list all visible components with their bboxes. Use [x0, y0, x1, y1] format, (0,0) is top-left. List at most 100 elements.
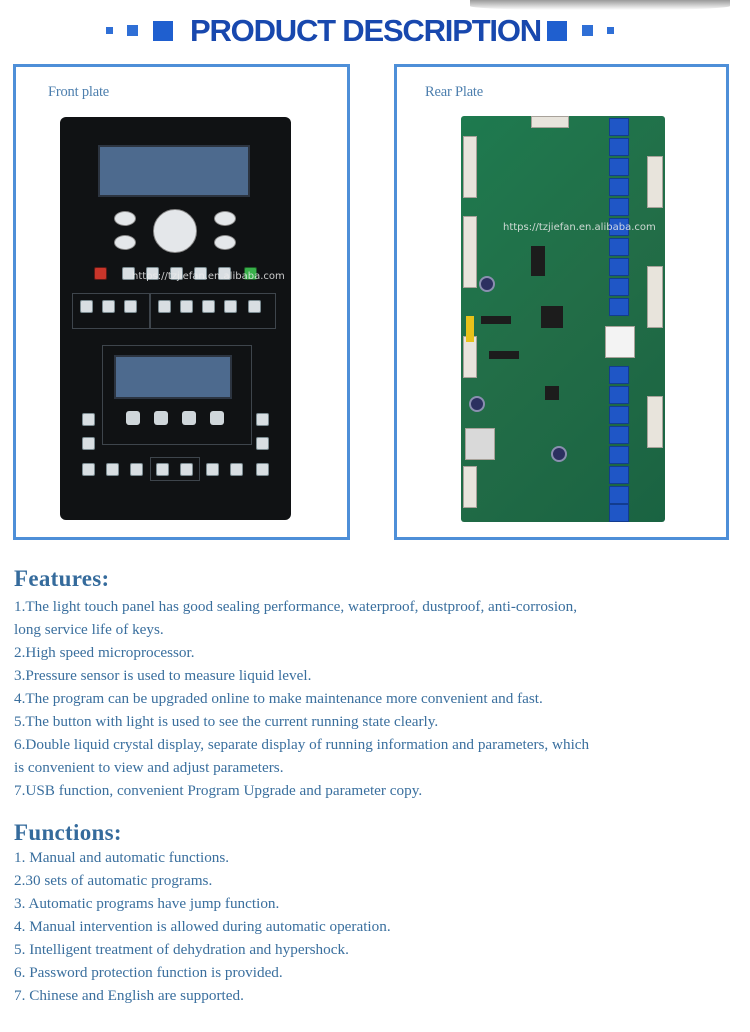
connector: [463, 136, 477, 198]
functions-line: 5. Intelligent treatment of dehydration …: [14, 941, 349, 958]
key: [256, 437, 269, 450]
key: [106, 463, 119, 476]
features-line: 6.Double liquid crystal display, separat…: [14, 736, 590, 753]
front-plate-panel: Front plate: [13, 64, 350, 540]
relay: [609, 446, 629, 464]
key-oval: [214, 211, 236, 226]
relay: [609, 118, 629, 136]
chip: [481, 316, 511, 324]
chip: [489, 351, 519, 359]
key: [224, 300, 237, 313]
capacitor: [469, 396, 485, 412]
features-line: long service life of keys.: [14, 621, 164, 638]
functions-line: 7. Chinese and English are supported.: [14, 987, 244, 1004]
rear-plate-label: Rear Plate: [425, 84, 483, 100]
connector: [463, 466, 477, 508]
key: [146, 267, 159, 280]
features-line: 5.The button with light is used to see t…: [14, 713, 439, 730]
relay: [609, 406, 629, 424]
watermark-front: https://tzjiefan.en.alibaba.com: [132, 271, 285, 282]
relay: [609, 278, 629, 296]
relay: [609, 218, 629, 236]
key: [156, 463, 169, 476]
capacitor: [479, 276, 495, 292]
connector: [531, 116, 569, 128]
relay: [609, 178, 629, 196]
relay: [609, 238, 629, 256]
relay: [609, 366, 629, 384]
key: [102, 300, 115, 313]
key: [122, 267, 135, 280]
key: [180, 300, 193, 313]
features-line: is convenient to view and adjust paramet…: [14, 759, 284, 776]
rear-plate-image: https://tzjiefan.en.alibaba.com: [461, 116, 665, 522]
relay: [609, 386, 629, 404]
connector: [463, 336, 477, 378]
stop-key-icon: [94, 267, 107, 280]
key-oval: [114, 211, 136, 226]
watermark-rear: https://tzjiefan.en.alibaba.com: [503, 222, 656, 233]
features-line: 1.The light touch panel has good sealing…: [14, 598, 578, 615]
functions-section: Functions: 1. Manual and automatic funct…: [14, 820, 734, 1007]
lower-display-frame: [102, 345, 252, 445]
key: [206, 463, 219, 476]
key: [170, 267, 183, 280]
transformer: [465, 428, 495, 460]
bottom-key-group: [150, 457, 200, 481]
label-sticker: [605, 326, 635, 358]
page-title: PRODUCT DESCRIPTION: [190, 13, 542, 48]
chip: [531, 246, 545, 276]
key: [124, 300, 137, 313]
relay: [609, 138, 629, 156]
relay: [609, 466, 629, 484]
key-group-left: [72, 293, 150, 329]
front-plate-label: Front plate: [48, 84, 110, 100]
relay: [609, 426, 629, 444]
key: [82, 437, 95, 450]
key: [230, 463, 243, 476]
functions-line: 2.30 sets of automatic programs.: [14, 872, 213, 889]
relay: [609, 198, 629, 216]
key: [194, 267, 207, 280]
functions-line: 6. Password protection function is provi…: [14, 964, 283, 981]
section-header: PRODUCT DESCRIPTION: [0, 12, 750, 52]
key-oval: [114, 235, 136, 250]
key: [154, 411, 168, 425]
key: [248, 300, 261, 313]
key: [182, 411, 196, 425]
decor-square-small-right: [607, 27, 614, 34]
connector: [647, 266, 663, 328]
key: [256, 463, 269, 476]
decor-square-small-left: [106, 27, 113, 34]
functions-line: 1. Manual and automatic functions.: [14, 849, 230, 866]
key: [130, 463, 143, 476]
features-line: 7.USB function, convenient Program Upgra…: [14, 782, 423, 799]
relay: [609, 504, 629, 522]
features-line: 3.Pressure sensor is used to measure liq…: [14, 667, 312, 684]
functions-heading: Functions:: [14, 820, 122, 845]
key: [158, 300, 171, 313]
microcontroller-chip: [541, 306, 563, 328]
functions-line: 3. Automatic programs have jump function…: [14, 895, 280, 912]
key: [180, 463, 193, 476]
dpad-icon: [153, 209, 197, 253]
features-section: Features: 1.The light touch panel has go…: [14, 566, 734, 802]
start-key-icon: [244, 267, 257, 280]
upper-lcd-display: [98, 145, 250, 197]
top-shadow: [470, 0, 730, 10]
front-plate-image: https://tzjiefan.en.alibaba.com: [60, 117, 291, 520]
decor-square-mid-left: [127, 25, 138, 36]
features-line: 2.High speed microprocessor.: [14, 644, 195, 661]
features-heading: Features:: [14, 566, 110, 591]
connector: [463, 216, 477, 288]
decor-square-large-right: [547, 21, 567, 41]
relay: [609, 158, 629, 176]
key: [82, 413, 95, 426]
connector: [647, 396, 663, 448]
decor-square-mid-right: [582, 25, 593, 36]
key-oval: [214, 235, 236, 250]
key: [256, 413, 269, 426]
key-group-right: [150, 293, 276, 329]
relay: [609, 486, 629, 504]
connector: [647, 156, 663, 208]
